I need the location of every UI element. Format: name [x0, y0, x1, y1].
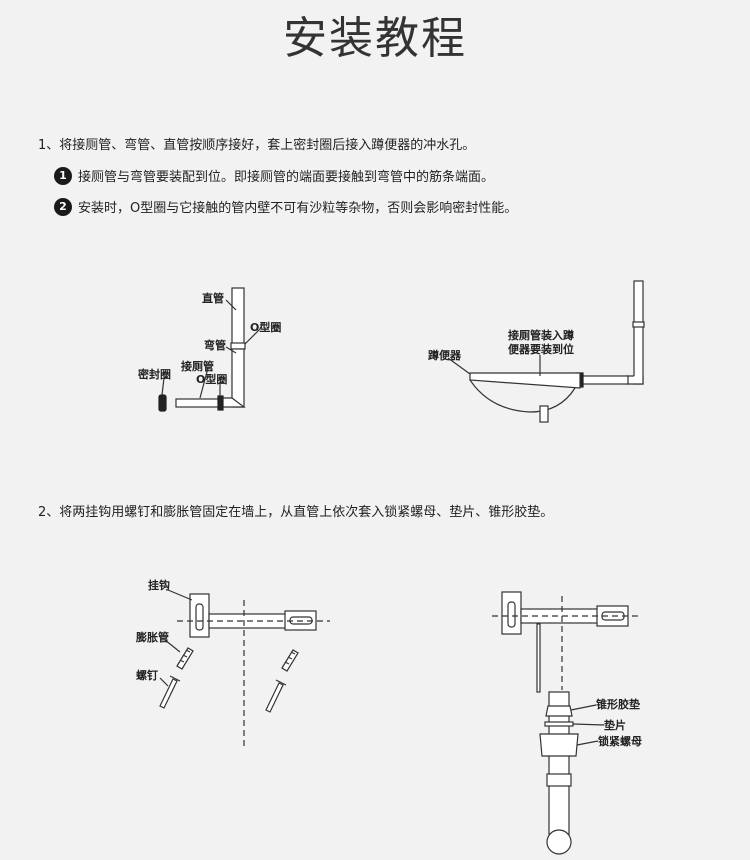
- label-install-note-line2: 便器要装到位: [508, 342, 574, 356]
- diagram-toilet-connection: [447, 280, 645, 423]
- label-cone-gasket: 锥形胶垫: [596, 697, 640, 711]
- label-hook: 挂钩: [148, 578, 170, 592]
- label-toilet: 蹲便器: [428, 348, 462, 362]
- label-straight-pipe: 直管: [202, 291, 224, 305]
- label-seal-ring: 密封圈: [138, 367, 171, 381]
- step-1-text: 1、将接厕管、弯管、直管按顺序接好，套上密封圈后接入蹲便器的冲水孔。: [38, 138, 476, 153]
- label-connector-pipe: 接厕管: [181, 359, 214, 373]
- number-badge: 1: [54, 166, 72, 185]
- number-badge: 2: [54, 197, 72, 216]
- label-screw: 螺钉: [136, 668, 158, 682]
- step-1-note-1: 1 接厕管与弯管要装配到位。即接厕管的端面要接触到弯管中的筋条端面。: [54, 166, 494, 185]
- diagram-pipe-assembly: [158, 287, 263, 412]
- step-1-note-2: 2 安装时，O型圈与它接触的管内壁不可有沙粒等杂物，否则会影响密封性能。: [54, 197, 517, 216]
- diagram-pipe-gaskets: [492, 591, 640, 855]
- label-o-ring-top: O型圈: [250, 320, 281, 334]
- note-text: 安装时，O型圈与它接触的管内壁不可有沙粒等杂物，否则会影响密封性能。: [78, 201, 518, 216]
- label-elbow: 弯管: [204, 338, 226, 352]
- note-text: 接厕管与弯管要装配到位。即接厕管的端面要接触到弯管中的筋条端面。: [78, 170, 495, 185]
- label-washer: 垫片: [604, 718, 626, 732]
- page-title: 安装教程: [283, 13, 467, 64]
- label-o-ring-bottom: O型圈: [196, 372, 227, 386]
- label-install-note-line1: 接厕管装入蹲: [508, 328, 574, 342]
- diagram-wall-hook: [159, 589, 330, 750]
- label-lock-nut: 锁紧螺母: [598, 734, 642, 748]
- step-2-text: 2、将两挂钩用螺钉和膨胀管固定在墙上，从直管上依次套入锁紧螺母、垫片、锥形胶垫。: [38, 505, 554, 520]
- label-anchor: 膨胀管: [135, 630, 169, 644]
